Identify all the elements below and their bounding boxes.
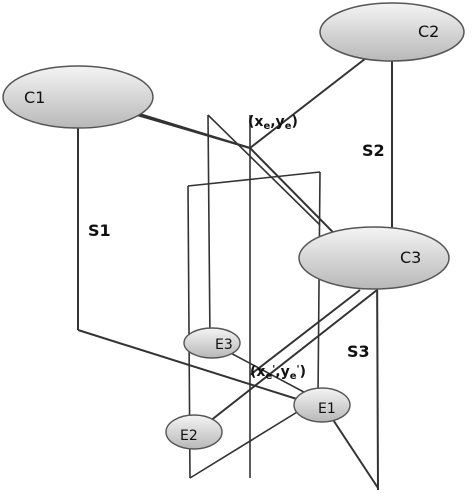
lower-intersection-label: (xe',ye') bbox=[250, 364, 306, 382]
e2-label: E2 bbox=[180, 428, 198, 444]
s3-diag bbox=[204, 289, 378, 426]
c2-ray bbox=[249, 54, 371, 149]
plane-top-edge-b bbox=[187, 171, 321, 187]
c2-label: C2 bbox=[418, 22, 439, 41]
e3-ellipse bbox=[183, 327, 241, 359]
camera-c1[interactable]: C1 bbox=[2, 65, 154, 129]
c1-ellipse bbox=[2, 65, 154, 129]
camera-c3[interactable]: C3 bbox=[298, 226, 450, 290]
e1-label: E1 bbox=[318, 401, 336, 417]
e1-ellipse bbox=[293, 387, 351, 423]
plane-right-edge bbox=[317, 171, 321, 399]
plane-s1-label: S1 bbox=[88, 221, 111, 240]
plane-s3-label: S3 bbox=[347, 342, 370, 361]
c1-label: C1 bbox=[24, 88, 45, 107]
plane-left-edge bbox=[207, 114, 211, 343]
c3-ellipse bbox=[298, 226, 450, 290]
endpoint-e1[interactable]: E1 bbox=[293, 387, 351, 423]
endpoint-e2[interactable]: E2 bbox=[165, 414, 223, 450]
e2-ellipse bbox=[165, 414, 223, 450]
s1-bottom bbox=[77, 329, 301, 401]
c1-ray bbox=[119, 109, 251, 149]
c2-ellipse bbox=[319, 2, 465, 62]
s3-vertical bbox=[376, 257, 379, 491]
upper-intersection-label: (xe,ye) bbox=[248, 114, 298, 132]
plane-top-edge-a bbox=[207, 114, 321, 226]
endpoint-e3[interactable]: E3 bbox=[183, 327, 241, 359]
e3-label: E3 bbox=[215, 337, 233, 353]
c3-ray bbox=[249, 289, 361, 376]
plane-s2-label: S2 bbox=[362, 141, 385, 160]
camera-c2[interactable]: C2 bbox=[319, 2, 465, 62]
c3-label: C3 bbox=[400, 248, 421, 267]
